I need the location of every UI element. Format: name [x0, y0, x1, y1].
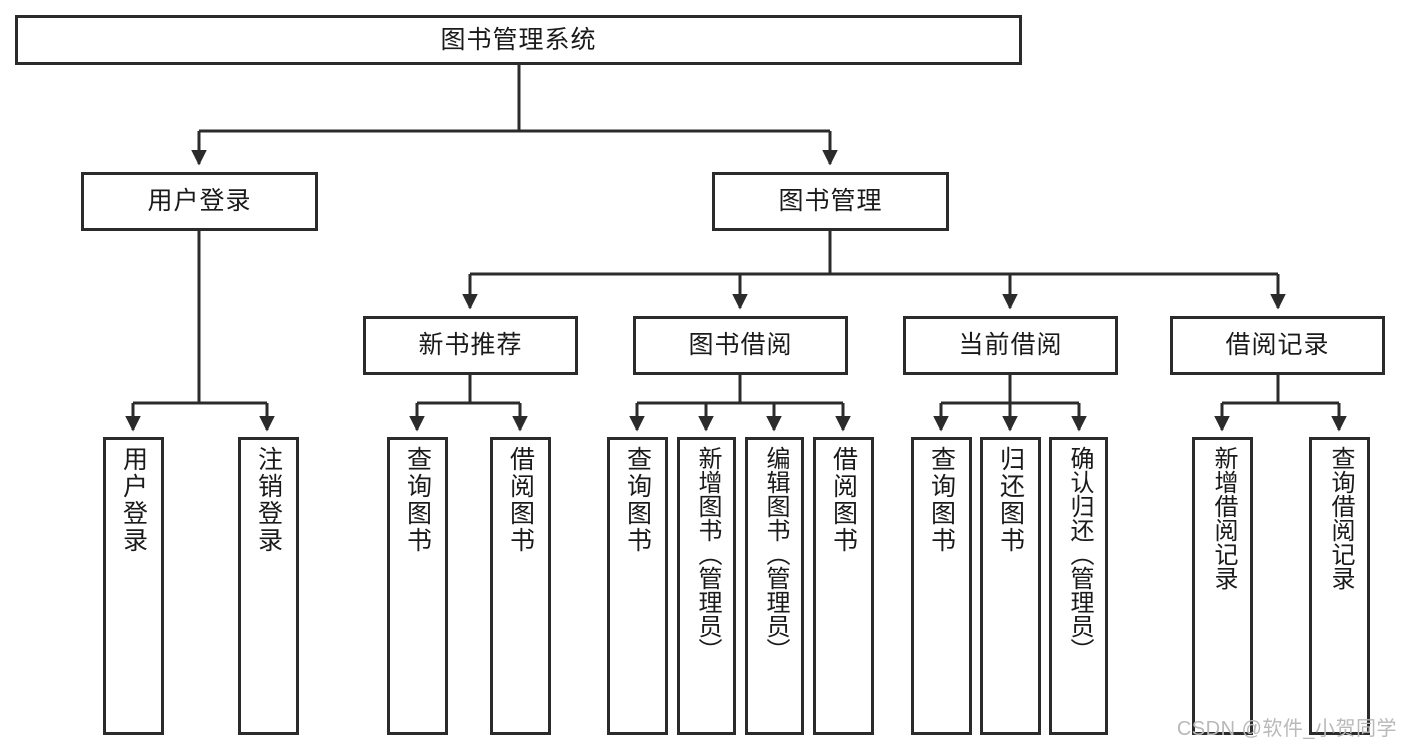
node-leaf-query-book-1[interactable]: 查询图书 — [387, 437, 448, 735]
node-leaf-query-book-2[interactable]: 查询图书 — [607, 437, 668, 735]
node-leaf-confirm-return[interactable]: 确认归还（管理员） — [1049, 437, 1108, 735]
node-label: 确认归还（管理员） — [1065, 446, 1093, 662]
node-leaf-add-record[interactable]: 新增借阅记录 — [1192, 437, 1253, 735]
node-label: 查询图书 — [403, 446, 432, 554]
node-label: 用户登录 — [147, 187, 252, 216]
node-leaf-borrow-book-1[interactable]: 借阅图书 — [490, 437, 551, 735]
node-label: 新增借阅记录 — [1209, 446, 1237, 590]
node-label: 查询图书 — [623, 446, 652, 554]
node-label: 当前借阅 — [958, 331, 1063, 360]
node-current-borrow[interactable]: 当前借阅 — [903, 316, 1118, 375]
node-label: 归还图书 — [996, 446, 1025, 554]
node-leaf-user-login[interactable]: 用户登录 — [103, 437, 164, 735]
node-label: 借阅图书 — [506, 446, 535, 554]
node-label: 借阅图书 — [829, 446, 858, 554]
node-label: 注销登录 — [254, 446, 283, 554]
node-root-system[interactable]: 图书管理系统 — [15, 15, 1022, 65]
node-book-borrow[interactable]: 图书借阅 — [633, 316, 848, 375]
node-leaf-query-record[interactable]: 查询借阅记录 — [1309, 437, 1370, 735]
node-label: 用户登录 — [119, 446, 148, 554]
node-label: 图书管理 — [778, 187, 883, 216]
node-user-login[interactable]: 用户登录 — [81, 172, 318, 231]
watermark-text: CSDN @软件_小贺同学 — [1176, 718, 1397, 740]
node-leaf-edit-book[interactable]: 编辑图书（管理员） — [745, 437, 804, 735]
node-label: 编辑图书（管理员） — [761, 446, 789, 662]
node-leaf-add-book[interactable]: 新增图书（管理员） — [677, 437, 736, 735]
node-label: 查询借阅记录 — [1326, 446, 1354, 590]
node-new-book-recommend[interactable]: 新书推荐 — [363, 316, 578, 375]
node-leaf-query-book-3[interactable]: 查询图书 — [911, 437, 972, 735]
node-label: 图书借阅 — [688, 331, 793, 360]
node-book-management[interactable]: 图书管理 — [712, 172, 949, 231]
node-label: 图书管理系统 — [440, 25, 597, 54]
node-label: 借阅记录 — [1225, 331, 1330, 360]
node-borrow-record[interactable]: 借阅记录 — [1170, 316, 1385, 375]
node-label: 查询图书 — [927, 446, 956, 554]
node-label: 新书推荐 — [418, 331, 523, 360]
node-leaf-borrow-book-2[interactable]: 借阅图书 — [813, 437, 874, 735]
node-leaf-return-book[interactable]: 归还图书 — [980, 437, 1041, 735]
node-leaf-user-logout[interactable]: 注销登录 — [238, 437, 299, 735]
node-label: 新增图书（管理员） — [693, 446, 721, 662]
